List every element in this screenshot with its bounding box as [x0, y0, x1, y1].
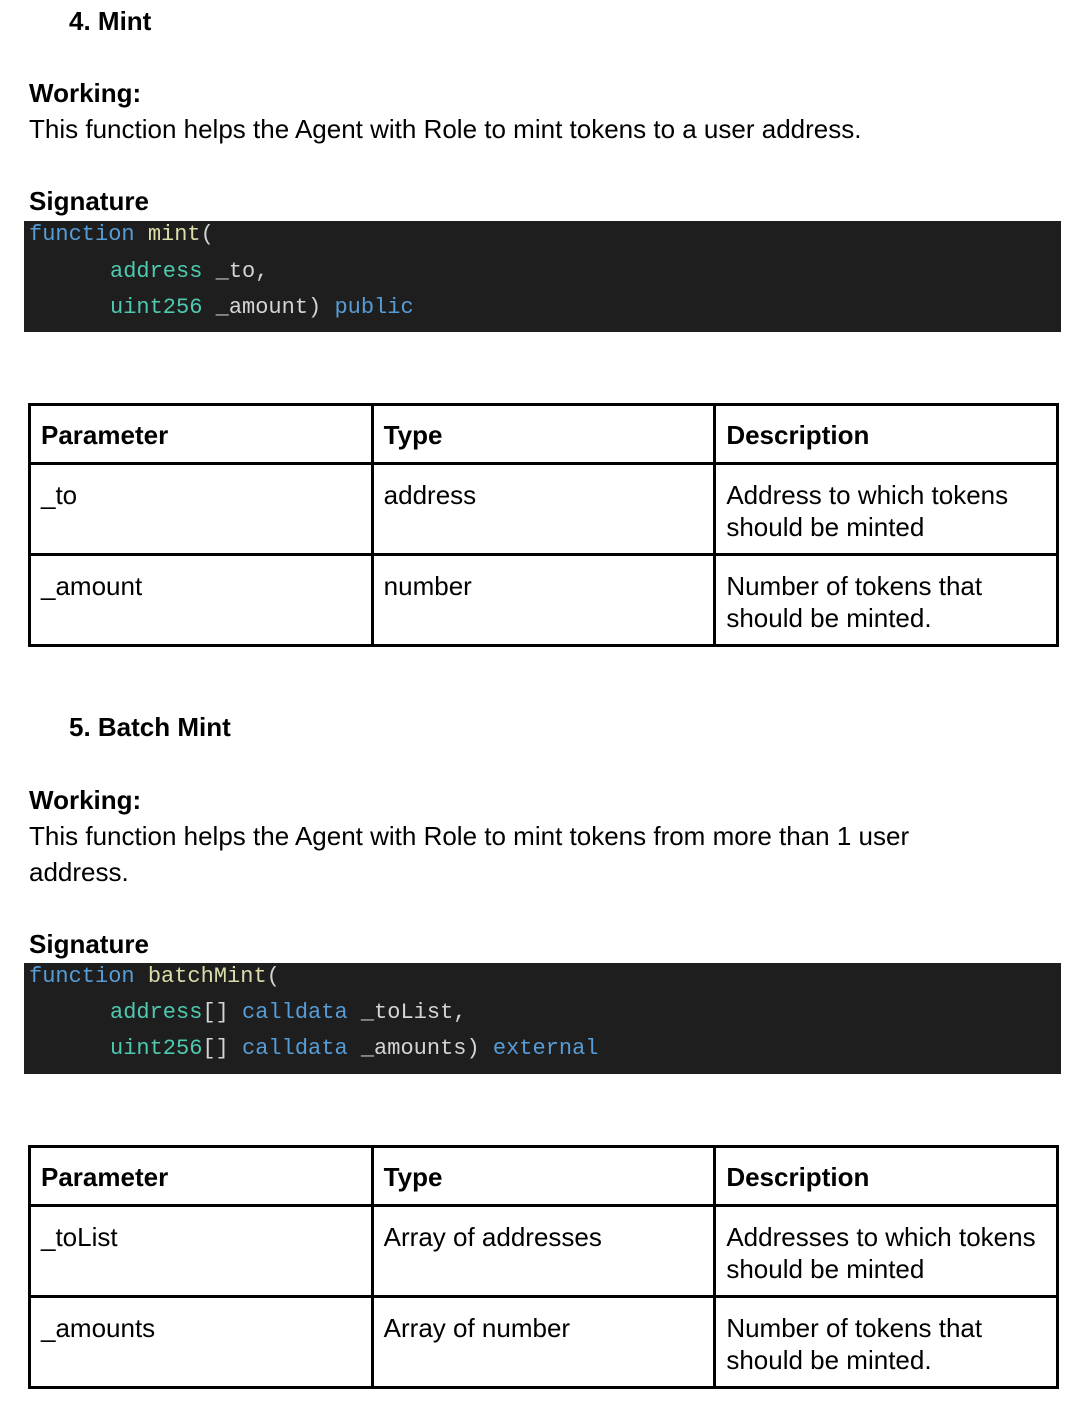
table-cell: Address to which tokens should be minted — [713, 462, 1059, 556]
table-header: Type — [370, 403, 717, 465]
code-token: [] — [202, 1036, 229, 1061]
table-cell: Array of number — [370, 1295, 717, 1389]
code-token: _amount) — [215, 295, 322, 320]
code-token: calldata — [242, 1000, 348, 1025]
section-heading: 4. Mint — [69, 6, 152, 36]
code-token: address — [110, 1000, 203, 1025]
working-label: Working: — [29, 785, 142, 815]
code-token: ( — [200, 222, 214, 247]
table-cell: _toList — [28, 1204, 374, 1298]
code-token: batchMint — [147, 964, 267, 989]
code-token: mint — [147, 222, 201, 247]
code-block: function batchMint( address[] calldata _… — [24, 963, 1061, 1074]
table-cell: Number of tokens that should be minted. — [713, 553, 1059, 647]
code-token: calldata — [242, 1036, 348, 1061]
table-cell: address — [370, 462, 717, 556]
working-text: This function helps the Agent with Role … — [29, 821, 910, 887]
code-token: external — [492, 1036, 599, 1061]
code-block: function mint( address _to, uint256 _amo… — [24, 221, 1061, 332]
table-cell: Number of tokens that should be minted. — [713, 1295, 1059, 1389]
table-header: Type — [370, 1145, 717, 1207]
code-token: address — [110, 259, 203, 284]
working-text: This function helps the Agent with Role … — [29, 114, 862, 144]
table-header: Parameter — [28, 1145, 374, 1207]
table-header: Description — [713, 403, 1059, 465]
table-header: Description — [713, 1145, 1059, 1207]
code-token: _amounts) — [360, 1036, 480, 1061]
table-cell: Array of addresses — [370, 1204, 717, 1298]
section-heading: 5. Batch Mint — [69, 712, 231, 742]
table-cell: number — [370, 553, 717, 647]
code-token: _to, — [215, 259, 269, 284]
signature-label: Signature — [29, 929, 149, 959]
code-token: uint256 — [110, 1036, 203, 1061]
code-token: function — [29, 222, 135, 247]
signature-label: Signature — [29, 186, 149, 216]
code-token: ( — [266, 964, 280, 989]
working-label: Working: — [29, 78, 142, 108]
code-token: function — [29, 964, 135, 989]
table-cell: Addresses to which tokens should be mint… — [713, 1204, 1059, 1298]
code-token: _toList, — [360, 1000, 467, 1025]
table-cell: _amounts — [28, 1295, 374, 1389]
table-cell: _to — [28, 462, 374, 556]
code-token: uint256 — [110, 295, 203, 320]
code-token: [] — [202, 1000, 229, 1025]
table-header: Parameter — [28, 403, 374, 465]
table-cell: _amount — [28, 553, 374, 647]
code-token: public — [334, 295, 414, 320]
